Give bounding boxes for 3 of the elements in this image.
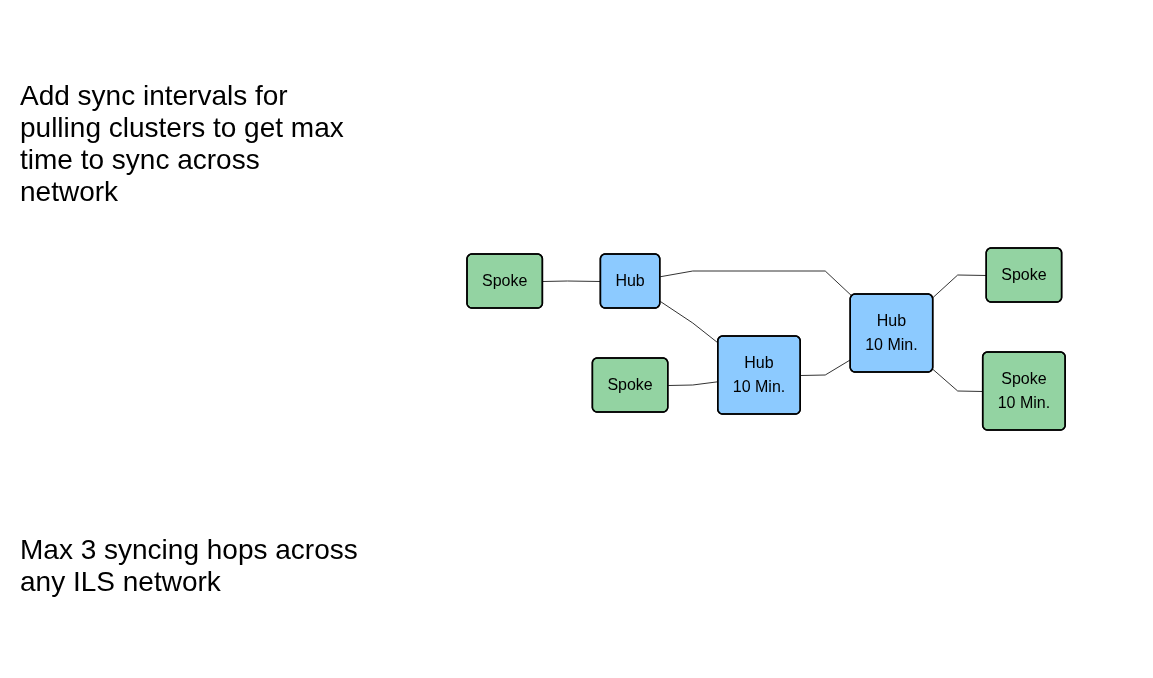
note-text: Max 3 syncing hops across any ILS network [20, 534, 359, 598]
note-text: Add sync intervals for pulling clusters to get max time to sync across network [20, 80, 345, 208]
connector [660, 270, 853, 297]
